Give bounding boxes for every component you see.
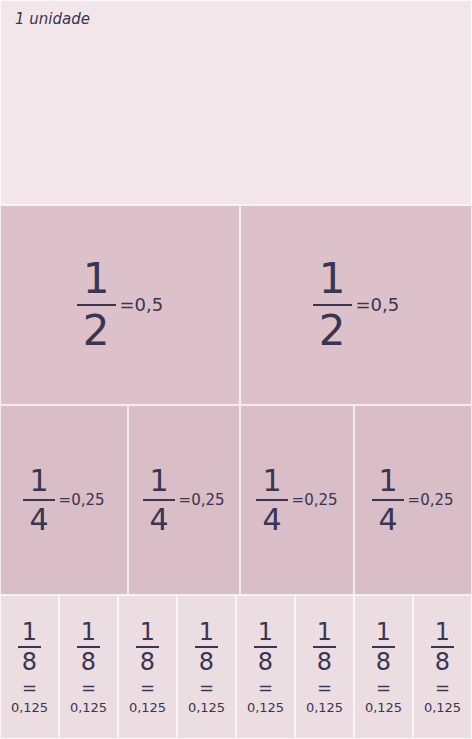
fraction: 14 [372,464,403,536]
decimal-value: 0,125 [188,701,225,715]
eighth-piece: 18=0,125 [413,595,472,739]
decimal-value: 0,125 [306,701,343,715]
half-piece: 12=0,5 [240,205,472,405]
equals-sign: = [22,678,37,698]
numerator: 1 [18,619,41,648]
fraction: 12 [313,256,352,354]
numerator: 1 [372,464,403,501]
unit-strip: 1 unidade [0,0,472,205]
quarter-piece: 14 =0,25 [128,405,240,595]
decimal-value: =0,25 [179,492,225,509]
numerator: 1 [313,256,352,306]
quarter-piece: 14 =0,25 [240,405,354,595]
fraction: 12 [77,256,116,354]
denominator: 4 [29,501,48,536]
decimal-value: 0,125 [11,701,48,715]
fraction: 18 [313,619,336,676]
denominator: 8 [22,648,37,675]
decimal-value: =0,25 [59,492,105,509]
denominator: 8 [258,648,273,675]
numerator: 1 [77,256,116,306]
eighth-piece: 18=0,125 [236,595,295,739]
numerator: 1 [23,464,54,501]
unit-label: 1 unidade [15,11,90,28]
fraction: 18 [195,619,218,676]
numerator: 1 [254,619,277,648]
numerator: 1 [431,619,454,648]
numerator: 1 [313,619,336,648]
quarter-piece: 14 =0,25 [0,405,128,595]
fraction: 18 [18,619,41,676]
equals-sign: = [81,678,96,698]
numerator: 1 [195,619,218,648]
denominator: 8 [81,648,96,675]
eighth-piece: 18=0,125 [295,595,354,739]
denominator: 2 [319,306,346,354]
eighth-piece: 18=0,125 [0,595,59,739]
denominator: 8 [376,648,391,675]
fraction: 18 [254,619,277,676]
denominator: 2 [83,306,110,354]
decimal-value: 0,125 [247,701,284,715]
eighth-piece: 18=0,125 [354,595,413,739]
decimal-value: 0,125 [70,701,107,715]
numerator: 1 [143,464,174,501]
fraction: 14 [23,464,54,536]
fraction: 14 [256,464,287,536]
denominator: 4 [149,501,168,536]
numerator: 1 [136,619,159,648]
equals-sign: = [140,678,155,698]
numerator: 1 [77,619,100,648]
half-piece: 12=0,5 [0,205,240,405]
fraction: 14 [143,464,174,536]
fraction: 18 [372,619,395,676]
denominator: 8 [140,648,155,675]
denominator: 8 [199,648,214,675]
equals-sign: = [258,678,273,698]
numerator: 1 [256,464,287,501]
denominator: 8 [435,648,450,675]
decimal-value: =0,5 [120,295,164,315]
decimal-value: 0,125 [365,701,402,715]
equals-sign: = [317,678,332,698]
equals-sign: = [435,678,450,698]
fraction: 18 [136,619,159,676]
eighth-piece: 18=0,125 [177,595,236,739]
equals-sign: = [199,678,214,698]
decimal-value: =0,25 [292,492,338,509]
decimal-value: =0,5 [356,295,400,315]
eighth-piece: 18=0,125 [118,595,177,739]
quarter-piece: 14 =0,25 [354,405,472,595]
denominator: 4 [262,501,281,536]
decimal-value: 0,125 [129,701,166,715]
denominator: 4 [378,501,397,536]
fraction: 18 [77,619,100,676]
numerator: 1 [372,619,395,648]
eighth-piece: 18=0,125 [59,595,118,739]
decimal-value: 0,125 [424,701,461,715]
fraction: 18 [431,619,454,676]
equals-sign: = [376,678,391,698]
denominator: 8 [317,648,332,675]
decimal-value: =0,25 [408,492,454,509]
